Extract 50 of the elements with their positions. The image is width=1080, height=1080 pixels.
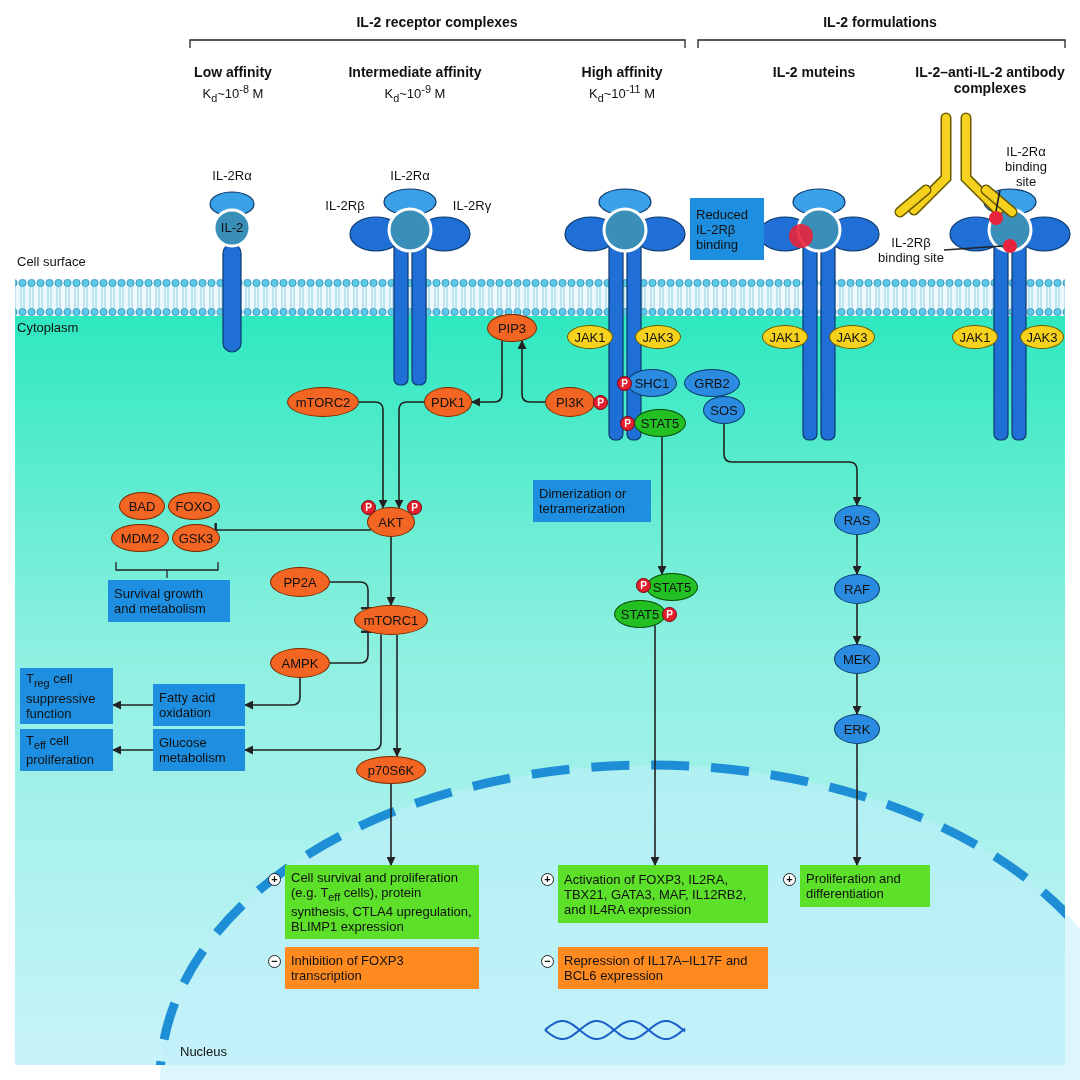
arrow (244, 677, 301, 710)
process-box: Reduced IL-2Rβ binding (690, 198, 764, 260)
arrow (852, 743, 862, 866)
arrow (471, 340, 503, 407)
region-label: Cytoplasm (17, 320, 80, 336)
arrow (723, 423, 862, 506)
arrow (244, 633, 382, 755)
leader-line (995, 189, 1001, 212)
outcome-box: Activation of FOXP3, IL2RA, TBX21, GATA3, MAF, IL12RB2, and IL4RA expression (558, 865, 768, 923)
process-box: T$_{eff}$ cell proliferation (20, 729, 113, 771)
outcome-box: Repression of IL17A–IL17F and BCL6 expression (558, 947, 768, 989)
outcome-box: Proliferation and differentiation (800, 865, 930, 907)
receptor-label: IL-2Rα (211, 168, 253, 184)
arrow (112, 700, 154, 710)
arrow (386, 536, 396, 606)
heading: Intermediate affinity (347, 64, 483, 80)
arrow (394, 401, 425, 509)
heading: High affinity (580, 64, 664, 80)
arrow (852, 603, 862, 645)
outcome-box: Inhibition of FOXP3 transcription (285, 947, 479, 989)
receptor-label: IL-2Rγ (451, 198, 493, 214)
heading: IL-2 receptor complexes (355, 14, 519, 30)
arrow (392, 634, 402, 758)
arrow (657, 436, 667, 575)
outcome-box: Cell survival and proliferation (e.g. T$_{eff}$ cells), protein synthesis, CTLA4 upregulation, BLIMP1 expression (285, 865, 479, 939)
arrow (852, 673, 862, 715)
receptor-label: IL-2Rβ (324, 198, 366, 214)
arrow (112, 745, 154, 755)
process-box: T$_{reg}$ cell suppressive function (20, 668, 113, 724)
region-label: Nucleus (180, 1044, 227, 1059)
receptor-label: IL-2 (219, 220, 245, 236)
process-box: Survival growth and metabolism (108, 580, 230, 622)
affinity-label: K$_{d}$~10$^{-9}$ M (383, 82, 447, 106)
affinity-label: K$_{d}$~10$^{-8}$ M (201, 82, 265, 106)
heading: IL-2–anti-IL-2 antibody complexes (914, 64, 1066, 96)
heading: Low affinity (193, 64, 273, 80)
heading: IL-2 muteins (771, 64, 857, 80)
process-box: Dimerization or tetramerization (533, 480, 651, 522)
arrow (386, 783, 396, 866)
process-box: Fatty acid oxidation (153, 684, 245, 726)
arrow (852, 534, 862, 575)
process-box: Glucose metabolism (153, 729, 245, 771)
region-label: Cell surface (17, 254, 87, 270)
callout-text: IL-2Rα binding site (995, 142, 1057, 190)
affinity-label: K$_{d}$~10$^{-11}$ M (587, 82, 657, 106)
heading: IL-2 formulations (822, 14, 938, 30)
receptor-label: IL-2Rα (389, 168, 431, 184)
arrow (358, 401, 388, 509)
callout-text: IL-2Rβ binding site (878, 226, 944, 274)
binding-site-marker (989, 211, 1003, 225)
